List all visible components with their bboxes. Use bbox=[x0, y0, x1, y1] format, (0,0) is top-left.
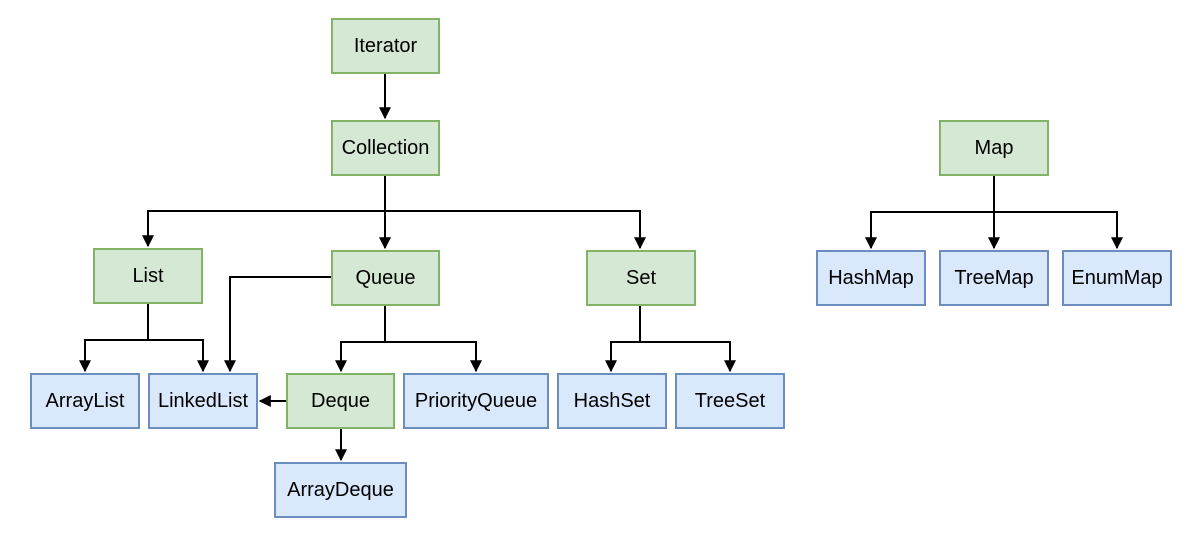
edge-set-treeset bbox=[640, 341, 736, 373]
edge-queue-linkedlist bbox=[224, 276, 331, 373]
node-enummap: EnumMap bbox=[1062, 250, 1172, 306]
node-list: List bbox=[93, 248, 203, 304]
node-arraydeque: ArrayDeque bbox=[274, 462, 407, 518]
node-deque: Deque bbox=[286, 373, 395, 429]
node-set: Set bbox=[586, 250, 696, 306]
edge-map-enummap bbox=[994, 211, 1123, 250]
edge-list-arraylist bbox=[79, 303, 149, 373]
node-collection: Collection bbox=[331, 120, 440, 176]
node-map: Map bbox=[939, 120, 1049, 176]
edge-set-hashset bbox=[605, 305, 641, 373]
node-linkedlist: LinkedList bbox=[148, 373, 258, 429]
node-treeset: TreeSet bbox=[675, 373, 785, 429]
node-iterator: Iterator bbox=[331, 18, 440, 74]
edge-collection-set bbox=[385, 210, 646, 250]
node-hashset: HashSet bbox=[557, 373, 667, 429]
edge-collection-list bbox=[142, 175, 386, 248]
edge-list-linkedlist bbox=[148, 339, 209, 373]
edge-map-hashmap bbox=[865, 175, 995, 250]
node-treemap: TreeMap bbox=[939, 250, 1049, 306]
edge-queue-deque bbox=[335, 305, 386, 373]
node-priorityqueue: PriorityQueue bbox=[403, 373, 549, 429]
node-arraylist: ArrayList bbox=[30, 373, 140, 429]
node-queue: Queue bbox=[331, 250, 440, 306]
edge-queue-priorityqueue bbox=[385, 341, 482, 373]
node-hashmap: HashMap bbox=[816, 250, 926, 306]
